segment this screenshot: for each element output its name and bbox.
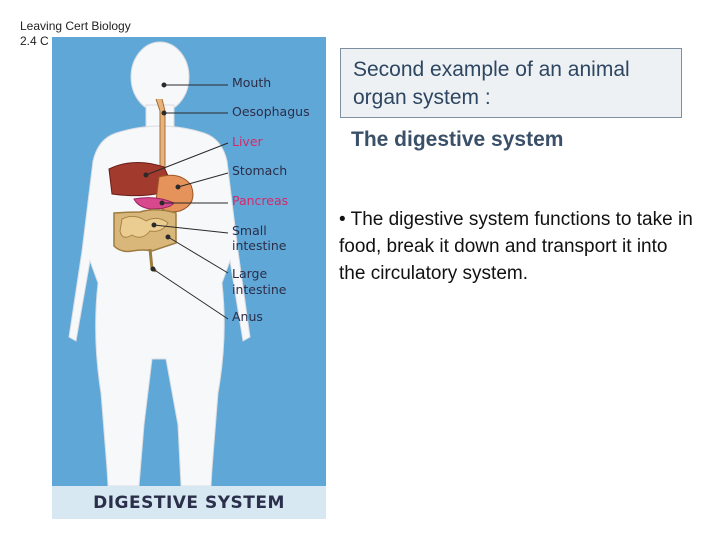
bullet-text: • The digestive system functions to take… [339, 209, 693, 284]
course-title: Leaving Cert Biology [20, 19, 131, 33]
section-number: 2.4 C [20, 34, 49, 48]
label-stomach: Stomach [232, 163, 288, 178]
slide-header: Leaving Cert Biology 2.4 C [20, 19, 131, 49]
label-small-intestine-line1: Small [232, 223, 267, 238]
slide-subtitle: The digestive system [351, 128, 564, 151]
digestive-system-figure: Mouth Oesophagus Liver Stomach Pancreas … [52, 37, 326, 519]
label-mouth: Mouth [232, 75, 272, 90]
label-oesophagus: Oesophagus [232, 104, 310, 119]
label-pancreas: Pancreas [232, 193, 289, 208]
label-small-intestine-line2: intestine [232, 238, 287, 253]
small-intestine-shape [119, 215, 169, 238]
body-illustration [68, 41, 251, 487]
slide-title-box: Second example of an animal organ system… [340, 48, 682, 118]
slide-title: Second example of an animal organ system… [353, 58, 630, 109]
label-large-intestine-line1: Large [232, 266, 268, 281]
label-liver: Liver [232, 134, 263, 149]
pancreas-shape [133, 197, 175, 210]
label-large-intestine-line2: intestine [232, 282, 287, 297]
label-leader-lines [143, 82, 229, 320]
label-anus: Anus [232, 309, 263, 324]
figure-caption: DIGESTIVE SYSTEM [93, 492, 285, 513]
figure-caption-bar: DIGESTIVE SYSTEM [52, 486, 326, 519]
